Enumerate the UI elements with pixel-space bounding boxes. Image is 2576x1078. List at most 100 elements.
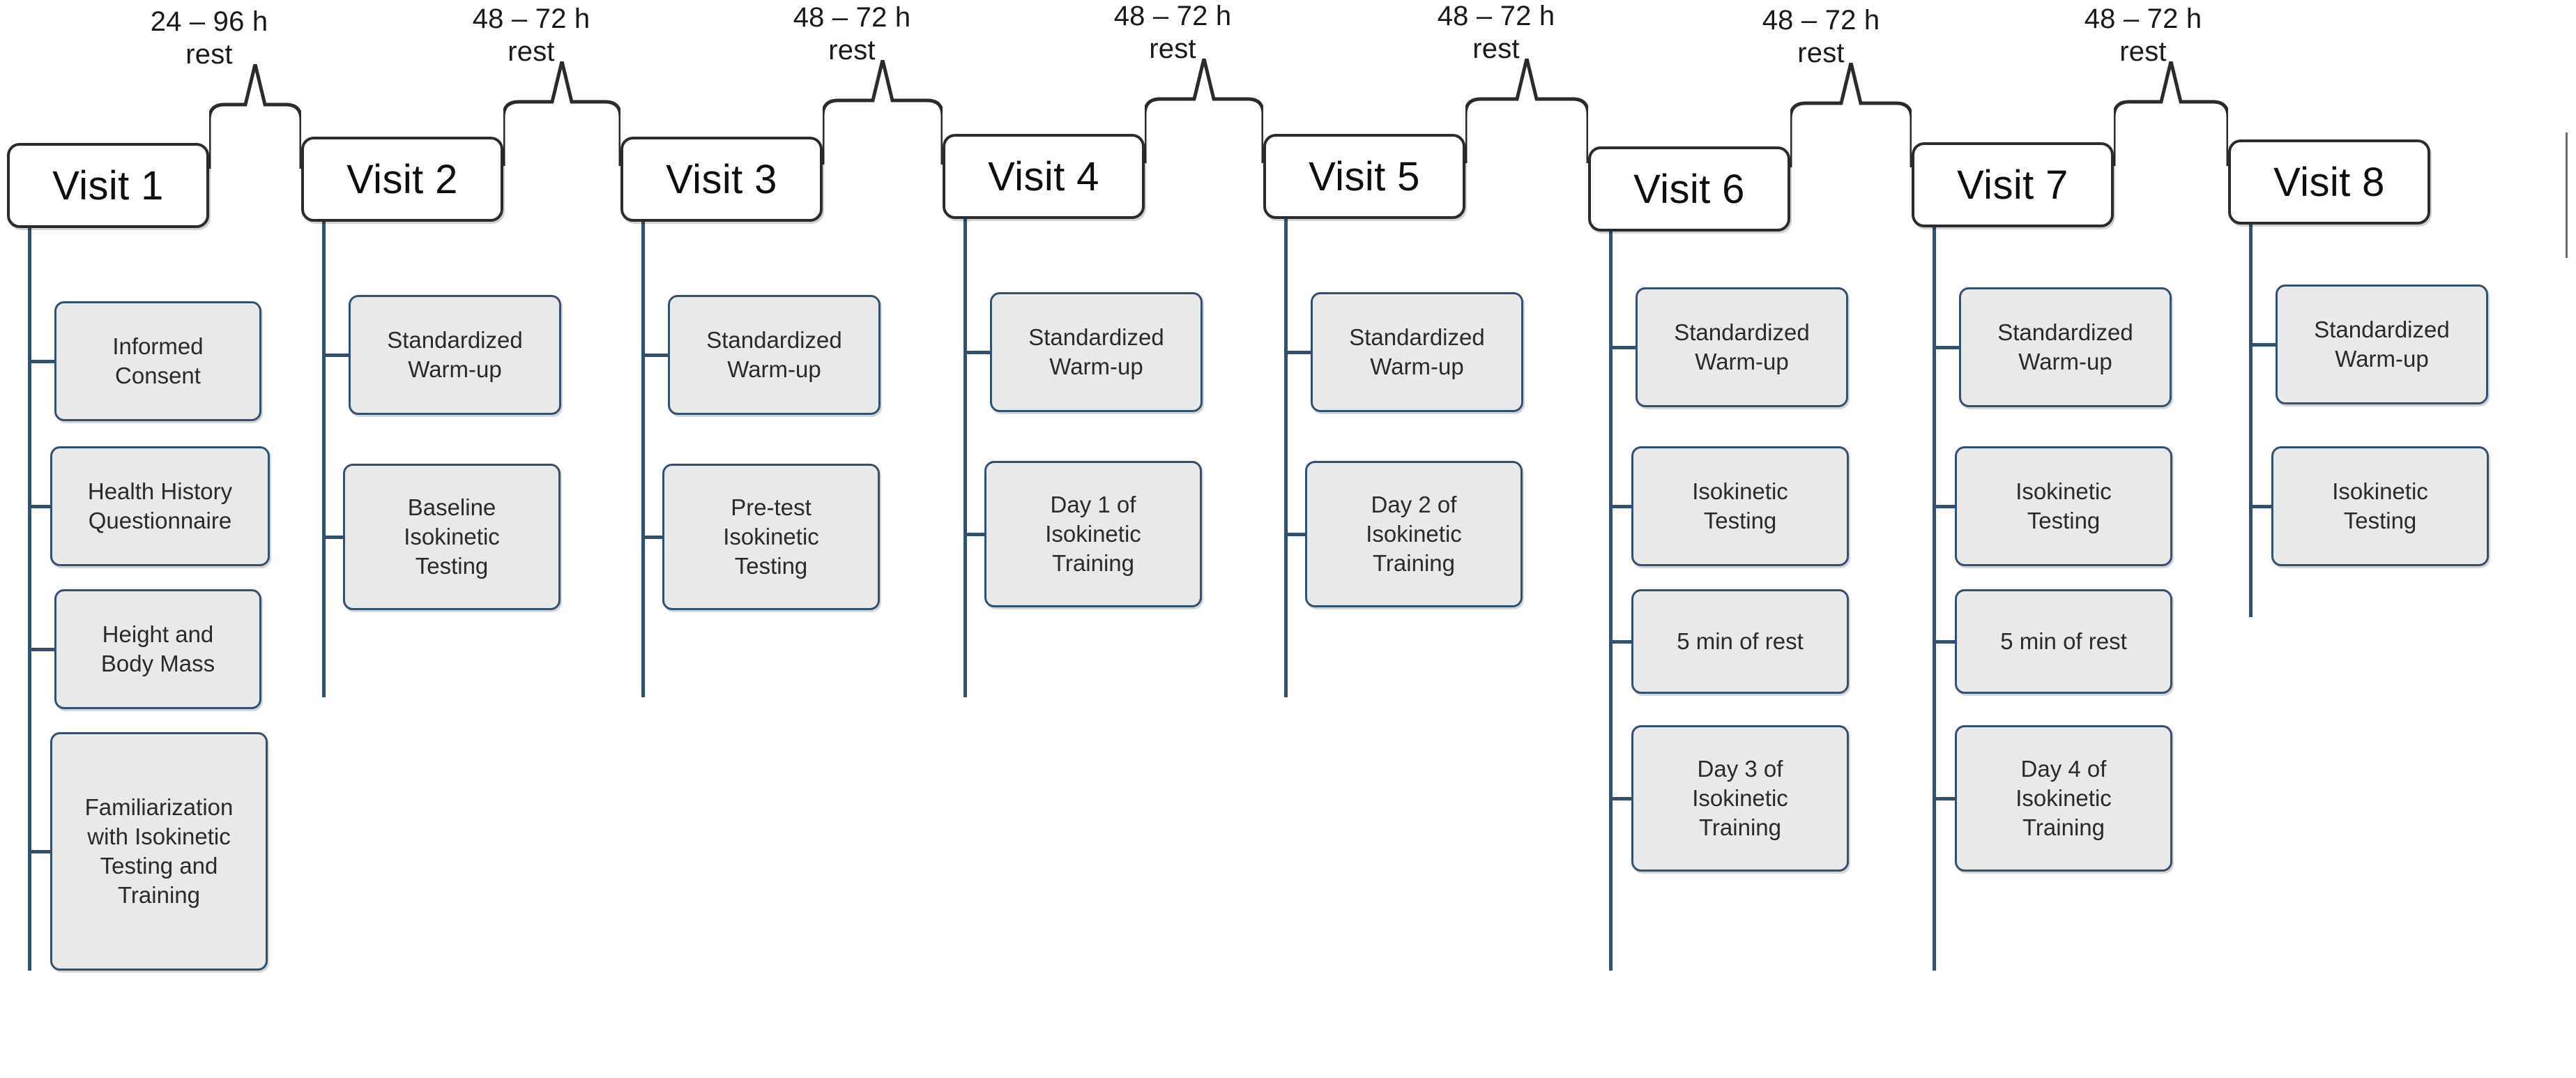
task-label-v7-t1: Standardized Warm-up [1997, 319, 2133, 374]
visit-label-visit-3: Visit 3 [666, 156, 777, 202]
rest-brace-2 [503, 61, 620, 166]
task-label-v1-t3: Height and Body Mass [100, 621, 215, 676]
connector-branch-visit-4-1 [963, 351, 990, 354]
connector-branch-visit-6-4 [1609, 797, 1631, 800]
rest-unit-1: rest [185, 39, 233, 70]
rest-duration-7: 48 – 72 h [2084, 3, 2202, 34]
task-box-v7-t2[interactable]: Isokinetic Testing [1955, 446, 2172, 566]
task-box-v8-t1[interactable]: Standardized Warm-up [2276, 284, 2488, 404]
visit-label-visit-4: Visit 4 [988, 153, 1099, 199]
rest-brace-3 [823, 60, 943, 165]
task-label-v7-t3: 5 min of rest [2000, 628, 2127, 655]
connector-spine-visit-2 [322, 222, 326, 697]
task-label-v8-t1: Standardized Warm-up [2314, 317, 2450, 372]
task-box-v2-t2[interactable]: Baseline Isokinetic Testing [343, 464, 561, 610]
task-box-v2-t1[interactable]: Standardized Warm-up [349, 295, 561, 415]
rest-unit-7: rest [2119, 36, 2167, 68]
connector-branch-visit-8-2 [2249, 505, 2271, 508]
visit-header-visit-2[interactable]: Visit 2 [301, 137, 503, 222]
task-box-v6-t1[interactable]: Standardized Warm-up [1636, 287, 1848, 407]
task-box-v7-t1[interactable]: Standardized Warm-up [1959, 287, 2172, 407]
task-label-v5-t2: Day 2 of Isokinetic Training [1366, 492, 1462, 576]
connector-branch-visit-1-2 [28, 505, 50, 508]
task-box-v6-t4[interactable]: Day 3 of Isokinetic Training [1631, 725, 1849, 872]
rest-duration-6: 48 – 72 h [1762, 5, 1880, 36]
rest-duration-3: 48 – 72 h [793, 2, 911, 33]
visit-label-visit-8: Visit 8 [2273, 159, 2385, 205]
task-box-v3-t2[interactable]: Pre-test Isokinetic Testing [662, 464, 880, 610]
right-edge-tick [2566, 132, 2568, 258]
task-box-v7-t3[interactable]: 5 min of rest [1955, 589, 2172, 694]
task-box-v6-t2[interactable]: Isokinetic Testing [1631, 446, 1849, 566]
visit-label-visit-1: Visit 1 [52, 162, 164, 208]
task-label-v2-t1: Standardized Warm-up [387, 327, 523, 382]
rest-brace-7 [2114, 61, 2228, 166]
rest-unit-3: rest [828, 35, 876, 66]
task-box-v1-t3[interactable]: Height and Body Mass [54, 589, 261, 709]
task-box-v5-t1[interactable]: Standardized Warm-up [1311, 292, 1523, 412]
task-box-v7-t4[interactable]: Day 4 of Isokinetic Training [1955, 725, 2172, 872]
task-label-v7-t2: Isokinetic Testing [2015, 478, 2112, 533]
task-box-v4-t2[interactable]: Day 1 of Isokinetic Training [984, 461, 1202, 607]
connector-branch-visit-6-2 [1609, 505, 1631, 508]
task-label-v6-t4: Day 3 of Isokinetic Training [1692, 756, 1788, 840]
connector-spine-visit-5 [1284, 219, 1288, 697]
rest-duration-2: 48 – 72 h [472, 3, 590, 34]
task-label-v2-t2: Baseline Isokinetic Testing [404, 494, 500, 579]
visit-header-visit-6[interactable]: Visit 6 [1588, 146, 1790, 231]
task-label-v4-t2: Day 1 of Isokinetic Training [1045, 492, 1141, 576]
rest-brace-6 [1790, 63, 1912, 167]
task-label-v1-t4: Familiarization with Isokinetic Testing … [84, 794, 234, 908]
connector-branch-visit-7-4 [1933, 797, 1955, 800]
visit-header-visit-5[interactable]: Visit 5 [1263, 134, 1465, 219]
rest-unit-6: rest [1797, 38, 1845, 69]
visit-header-visit-4[interactable]: Visit 4 [943, 134, 1145, 219]
connector-branch-visit-5-1 [1284, 351, 1311, 354]
connector-branch-visit-7-2 [1933, 505, 1955, 508]
rest-unit-2: rest [508, 36, 555, 68]
task-box-v6-t3[interactable]: 5 min of rest [1631, 589, 1849, 694]
connector-branch-visit-3-2 [641, 536, 662, 539]
task-box-v8-t2[interactable]: Isokinetic Testing [2271, 446, 2489, 566]
task-box-v3-t1[interactable]: Standardized Warm-up [668, 295, 881, 415]
visit-header-visit-3[interactable]: Visit 3 [620, 137, 823, 222]
connector-branch-visit-2-1 [322, 354, 349, 357]
task-box-v5-t2[interactable]: Day 2 of Isokinetic Training [1305, 461, 1523, 607]
connector-branch-visit-6-3 [1609, 640, 1631, 644]
task-box-v1-t4[interactable]: Familiarization with Isokinetic Testing … [50, 732, 268, 971]
connector-branch-visit-6-1 [1609, 346, 1636, 349]
task-box-v4-t1[interactable]: Standardized Warm-up [990, 292, 1203, 412]
task-label-v6-t2: Isokinetic Testing [1692, 478, 1788, 533]
task-label-v6-t1: Standardized Warm-up [1674, 319, 1810, 374]
connector-spine-visit-7 [1933, 227, 1936, 971]
task-box-v1-t2[interactable]: Health History Questionnaire [50, 446, 270, 566]
rest-brace-1 [209, 64, 301, 169]
connector-branch-visit-1-3 [28, 648, 54, 651]
visit-header-visit-7[interactable]: Visit 7 [1912, 142, 2114, 227]
visit-header-visit-8[interactable]: Visit 8 [2228, 139, 2430, 225]
task-label-v3-t1: Standardized Warm-up [706, 327, 842, 382]
connector-branch-visit-8-1 [2249, 343, 2276, 347]
connector-spine-visit-8 [2249, 225, 2253, 617]
rest-brace-5 [1465, 59, 1588, 163]
connector-branch-visit-1-1 [28, 360, 54, 363]
visit-header-visit-1[interactable]: Visit 1 [7, 143, 209, 228]
rest-unit-4: rest [1149, 33, 1196, 65]
rest-duration-5: 48 – 72 h [1437, 1, 1555, 31]
task-label-v6-t3: 5 min of rest [1677, 628, 1804, 655]
task-label-v5-t1: Standardized Warm-up [1349, 324, 1485, 379]
rest-duration-1: 24 – 96 h [150, 6, 268, 37]
task-label-v7-t4: Day 4 of Isokinetic Training [2015, 756, 2112, 840]
task-box-v1-t1[interactable]: Informed Consent [54, 301, 261, 421]
connector-branch-visit-5-2 [1284, 533, 1305, 536]
connector-branch-visit-4-2 [963, 533, 984, 536]
connector-spine-visit-3 [641, 222, 645, 697]
connector-spine-visit-4 [963, 219, 967, 697]
